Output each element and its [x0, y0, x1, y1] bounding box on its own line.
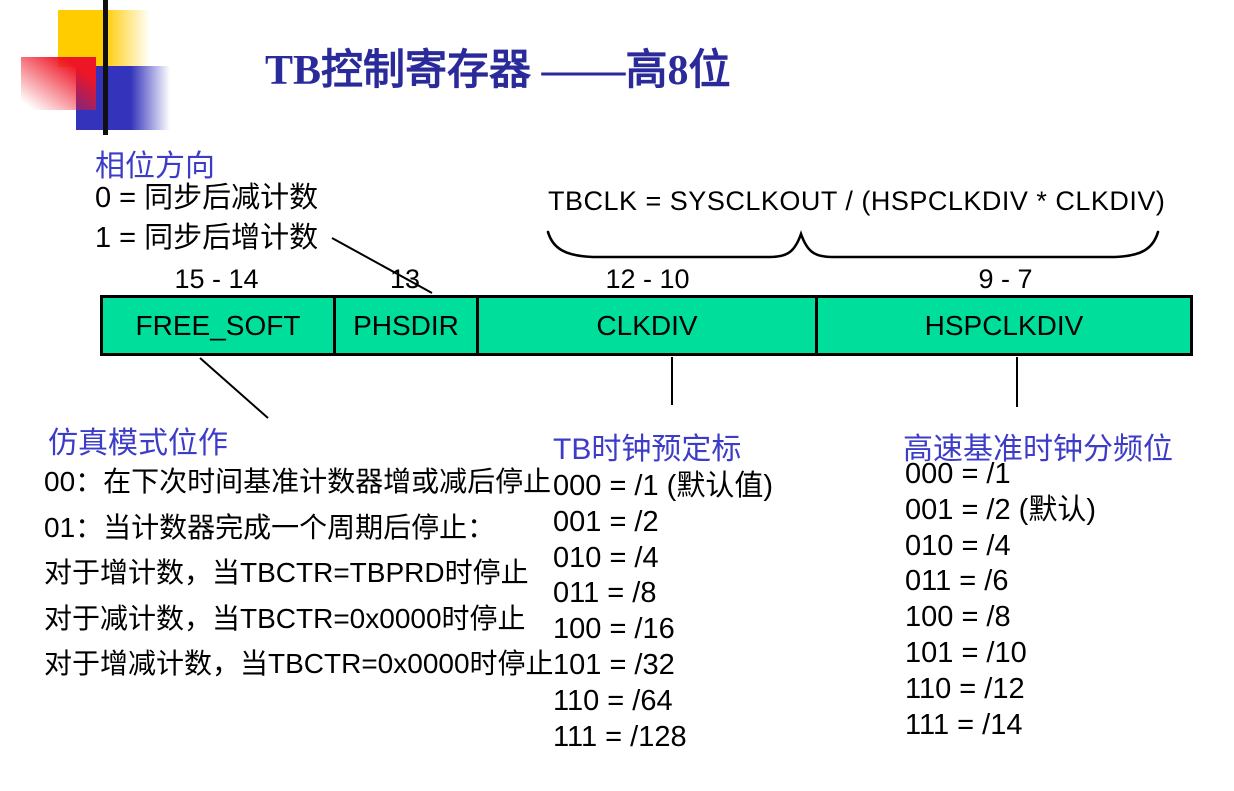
hspclkdiv-value-4: 100 = /8 [905, 601, 1011, 634]
emulation-mode-heading: 仿真模式位作 [48, 427, 228, 460]
tbclk-formula: TBCLK = SYSCLKOUT / (HSPCLKDIV * CLKDIV) [548, 186, 1166, 216]
tb-clock-prescale-heading: TB时钟预定标 [553, 433, 742, 466]
bit-range-clkdiv: 12 - 10 [605, 264, 690, 294]
hspclkdiv-value-3: 011 = /6 [905, 565, 1009, 598]
register-field-hspclkdiv: HSPCLKDIV [815, 298, 1190, 353]
hsp-clock-divider-heading: 高速基准时钟分频位 [903, 433, 1173, 466]
hsp-clock-divider-lines: 000 = /1 001 = /2 (默认) 010 = /4 011 = /6… [905, 457, 1096, 743]
register-field-phsdir: PHSDIR [333, 298, 476, 353]
bit-range-hspclkdiv: 9 - 7 [978, 264, 1033, 294]
clkdiv-value-1: 001 = /2 [553, 505, 659, 538]
emulation-line-4: 对于增减计数，当TBCTR=0x0000时停止 [44, 648, 554, 680]
phase-direction-heading: 相位方向 [95, 150, 215, 183]
clkdiv-value-4: 100 = /16 [553, 613, 675, 646]
hspclkdiv-value-2: 010 = /4 [905, 529, 1011, 562]
clkdiv-value-3: 011 = /8 [553, 577, 657, 610]
hspclkdiv-value-1: 001 = /2 (默认) [905, 493, 1096, 526]
slide-title: TB控制寄存器 ——高8位 [265, 48, 731, 94]
formula-brace [546, 230, 1160, 259]
phase-direction-values: 0 = 同步后减计数 1 = 同步后增计数 [95, 178, 318, 258]
emulation-mode-lines: 00：在下次时间基准计数器增或减后停止 01：当计数器完成一个周期后停止： 对于… [44, 459, 554, 687]
clkdiv-value-6: 110 = /64 [553, 684, 673, 717]
decoration-vertical-line [103, 0, 108, 135]
free-soft-connector-line [199, 357, 269, 419]
bit-range-free-soft: 15 - 14 [174, 264, 259, 294]
hspclkdiv-value-0: 000 = /1 [905, 458, 1011, 490]
hspclkdiv-value-7: 111 = /14 [905, 708, 1023, 741]
bit-range-labels: 15 - 14 13 12 - 10 9 - 7 [100, 264, 1193, 295]
register-field-free-soft: FREE_SOFT [103, 298, 333, 353]
bit-range-phsdir: 13 [389, 264, 421, 294]
clkdiv-value-7: 111 = /128 [553, 720, 687, 753]
hspclkdiv-value-5: 101 = /10 [905, 636, 1027, 669]
clkdiv-value-0: 000 = /1 (默认值) [553, 470, 773, 502]
clkdiv-value-5: 101 = /32 [553, 648, 675, 681]
emulation-line-3: 对于减计数，当TBCTR=0x0000时停止 [44, 602, 526, 634]
phase-value-1: 1 = 同步后增计数 [95, 222, 319, 254]
tb-clock-prescale-lines: 000 = /1 (默认值) 001 = /2 010 = /4 011 = /… [553, 469, 773, 755]
emulation-line-2: 对于增计数，当TBCTR=TBPRD时停止 [44, 557, 529, 589]
hspclkdiv-value-6: 110 = /12 [905, 672, 1025, 705]
decoration-red-square [21, 57, 96, 110]
register-field-clkdiv: CLKDIV [476, 298, 815, 353]
emulation-line-0: 00：在下次时间基准计数器增或减后停止 [44, 466, 552, 497]
emulation-line-1: 01：当计数器完成一个周期后停止： [44, 511, 496, 543]
phase-value-0: 0 = 同步后减计数 [95, 182, 319, 214]
clkdiv-value-2: 010 = /4 [553, 541, 659, 574]
register-field-bar: FREE_SOFT PHSDIR CLKDIV HSPCLKDIV [100, 295, 1193, 356]
